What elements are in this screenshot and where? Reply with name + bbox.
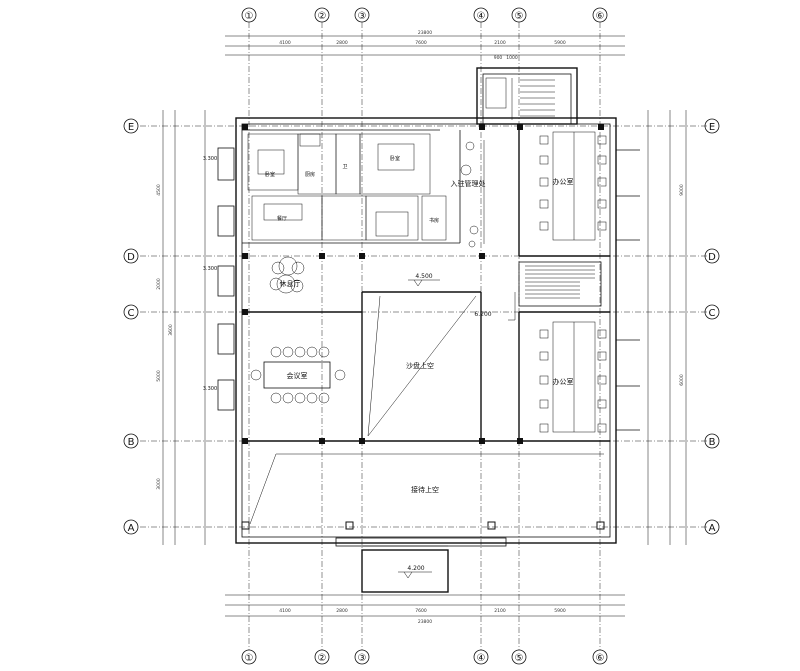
axis-label-left-e: E (128, 122, 134, 133)
axis-bubbles-right: E D C B A (704, 118, 720, 535)
axis-label-bottom-6: ⑥ (596, 653, 605, 664)
room-label-kitchen: 厨房 (305, 171, 315, 178)
axis-label-right-a: A (709, 523, 716, 534)
dimension-chain-right: 9000 6000 (647, 110, 687, 545)
room-label-sand-table-void: 沙盘上空 (406, 361, 434, 370)
elevation-stair-landing: 6.200 (474, 311, 491, 318)
apartment-block (247, 133, 485, 248)
overall-dim-top: 23800 (418, 30, 432, 36)
room-label-office-upper: 办公室 (553, 177, 574, 186)
room-labels: 入驻管理处 办公室 办公室 会议室 休息厅 沙盘上空 接待上空 卧室 卧室 厨房… (265, 155, 574, 494)
axis-label-left-d: D (127, 252, 135, 263)
dim-bottom-4: 2100 (494, 608, 506, 614)
stair-tower-top (476, 67, 578, 125)
axis-label-bottom-5: ⑤ (515, 653, 524, 664)
overall-dim-bottom: 23800 (418, 619, 432, 625)
interior-partitions (242, 124, 610, 442)
axis-label-top-2: ② (318, 11, 327, 22)
axis-label-bottom-1: ① (245, 653, 254, 664)
dim-top-sub-2: 1000 (506, 55, 518, 61)
dim-top-3: 7600 (415, 40, 427, 46)
room-label-meeting: 会议室 (287, 371, 308, 380)
dim-top-2: 2800 (336, 40, 348, 46)
axis-label-right-c: C (709, 308, 716, 319)
left-window-bays (217, 147, 235, 411)
horizontal-grid-lines (140, 125, 708, 528)
axis-label-left-a: A (128, 523, 135, 534)
dimension-chain-top: 23800 4100 2800 7600 2100 5900 900 1000 (225, 30, 625, 61)
axis-label-right-b: B (709, 437, 716, 448)
dim-left-5: 3600 (168, 324, 174, 336)
columns (241, 124, 605, 530)
lounge-furniture (269, 256, 305, 294)
axis-label-bottom-4: ④ (477, 653, 486, 664)
upper-office-desks (539, 131, 607, 241)
dim-top-sub-1: 900 (494, 55, 503, 61)
elevation-entrance-canopy: 4.200 (407, 565, 424, 572)
dim-left-2: 2000 (156, 278, 162, 290)
dim-left-1: 4500 (156, 184, 162, 196)
elevation-corridor: 4.500 (415, 273, 432, 280)
axis-label-left-c: C (128, 308, 135, 319)
axis-label-top-6: ⑥ (596, 11, 605, 22)
room-label-office-lower: 办公室 (553, 377, 574, 386)
room-label-bedroom-1: 卧室 (265, 171, 275, 178)
dim-bottom-5: 5900 (554, 608, 566, 614)
axis-label-top-5: ⑤ (515, 11, 524, 22)
right-window-bays (616, 149, 640, 431)
axis-bubbles-bottom: ① ② ③ ④ ⑤ ⑥ (241, 649, 608, 665)
outer-walls (235, 117, 617, 544)
axis-label-top-3: ③ (358, 11, 367, 22)
dim-right-1: 9000 (679, 184, 685, 196)
dim-right-2: 6000 (679, 374, 685, 386)
dim-top-4: 2100 (494, 40, 506, 46)
axis-label-top-4: ④ (477, 11, 486, 22)
room-label-reception: 入驻管理处 (451, 179, 486, 188)
elevation-side-1: 3.300 (203, 156, 217, 162)
dimension-chain-bottom: 4100 2800 7600 2100 5900 23800 (225, 594, 625, 625)
dim-bottom-1: 4100 (279, 608, 291, 614)
dim-bottom-2: 2800 (336, 608, 348, 614)
room-label-lounge: 休息厅 (280, 279, 301, 288)
axis-label-right-e: E (709, 122, 715, 133)
room-label-bath: 卫 (342, 164, 347, 170)
room-label-bedroom-2: 卧室 (390, 155, 400, 162)
dim-top-1: 4100 (279, 40, 291, 46)
elevation-marks: 4.500 6.200 4.200 3.300 3.300 3.300 (203, 156, 492, 579)
elevation-side-2: 3.300 (203, 266, 217, 272)
room-label-dining: 餐厅 (277, 215, 287, 222)
voids (249, 295, 604, 525)
axis-label-left-b: B (128, 437, 135, 448)
axis-label-top-1: ① (245, 11, 254, 22)
axis-label-bottom-3: ③ (358, 653, 367, 664)
elevation-side-3: 3.300 (203, 386, 217, 392)
dim-left-4: 3000 (156, 478, 162, 490)
axis-bubbles-left: E D C B A (123, 118, 139, 535)
meeting-room-furniture (250, 346, 346, 404)
dim-bottom-3: 7600 (415, 608, 427, 614)
axis-label-bottom-2: ② (318, 653, 327, 664)
dim-top-5: 5900 (554, 40, 566, 46)
entrance-canopy (335, 537, 507, 593)
room-label-hall-void: 接待上空 (411, 485, 439, 494)
stair-middle (508, 261, 602, 321)
room-label-study: 书房 (429, 217, 439, 224)
dimension-chain-left: 4500 2000 5000 3000 3600 (156, 110, 206, 545)
axis-bubbles-top: ① ② ③ ④ ⑤ ⑥ (241, 7, 608, 23)
dim-left-3: 5000 (156, 370, 162, 382)
axis-label-right-d: D (708, 252, 716, 263)
lower-office-desks (539, 321, 607, 433)
